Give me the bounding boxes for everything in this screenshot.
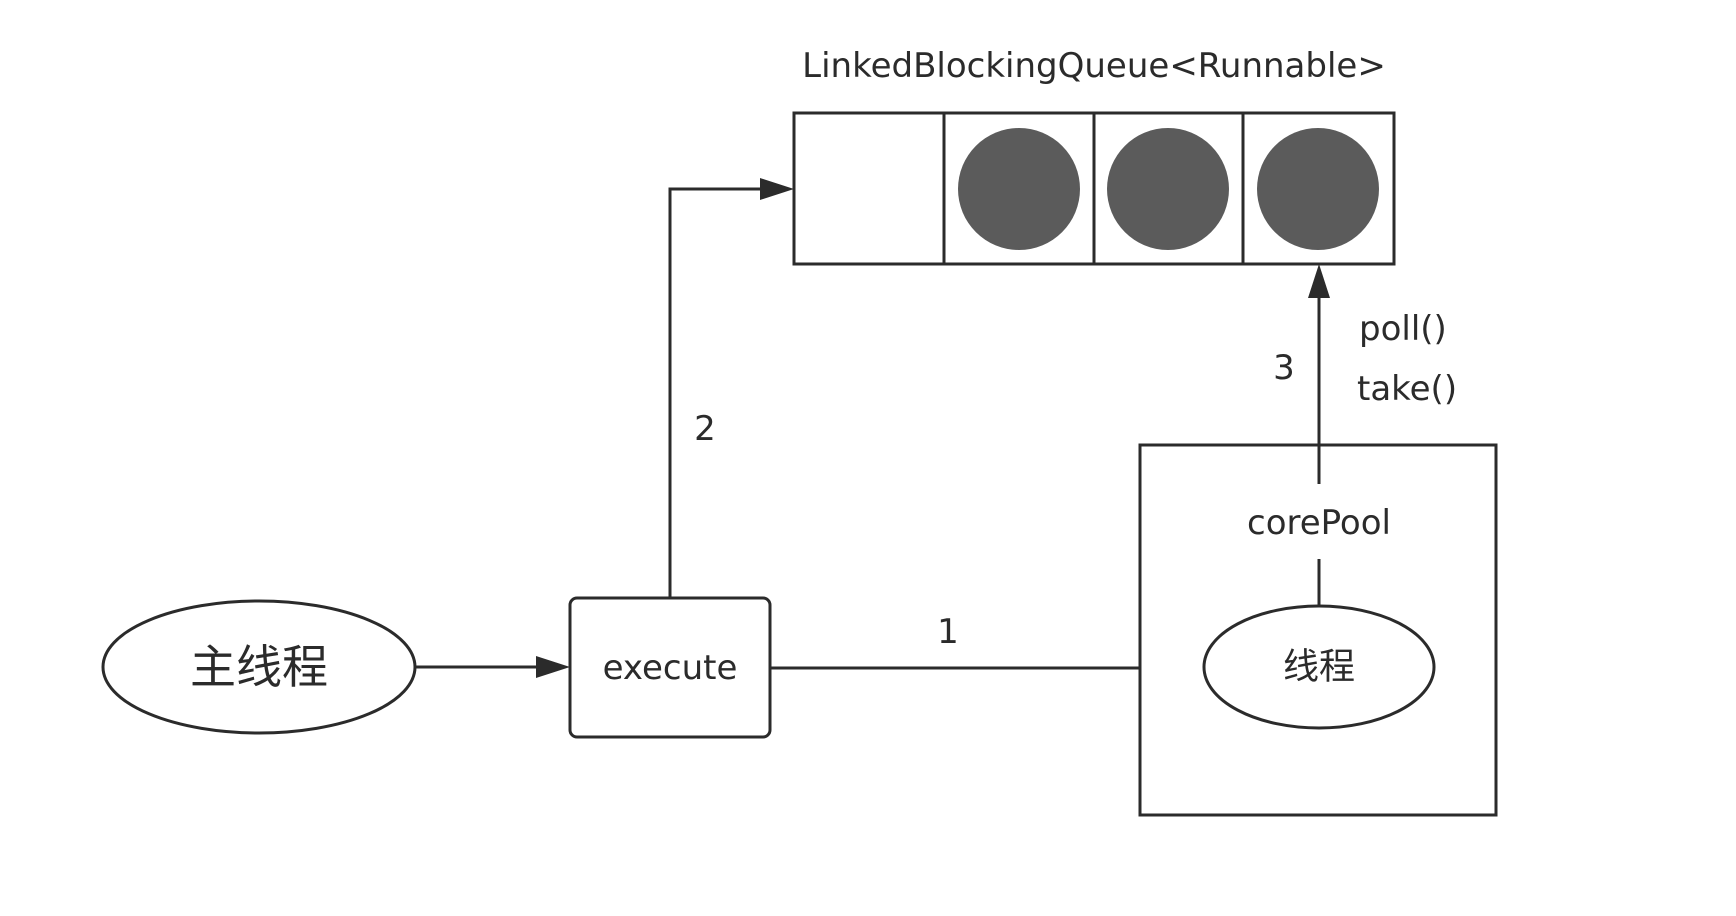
main-thread-label: 主线程 bbox=[190, 640, 328, 694]
queued-task bbox=[1107, 128, 1229, 250]
arrow-corepool-to-queue bbox=[1308, 264, 1330, 484]
worker-thread-ellipse bbox=[1202, 604, 1436, 730]
poll-label: poll() bbox=[1359, 309, 1447, 349]
arrow-execute-to-queue bbox=[668, 178, 794, 598]
queue-label: LinkedBlockingQueue<Runnable> bbox=[802, 46, 1386, 86]
queue-slot bbox=[958, 128, 1080, 250]
core-pool-label: corePool bbox=[1247, 503, 1391, 543]
core-pool-node: corePool 线程 bbox=[1138, 443, 1498, 817]
arrow-execute-to-thread bbox=[770, 657, 1202, 679]
queue-slot bbox=[1107, 128, 1229, 250]
main-thread-node: 主线程 bbox=[101, 599, 417, 735]
step-3-label: 3 bbox=[1273, 348, 1295, 388]
execute-node: execute bbox=[568, 596, 772, 739]
worker-thread-label: 线程 bbox=[1283, 647, 1355, 688]
queue-box bbox=[792, 111, 1396, 266]
step-2-label: 2 bbox=[694, 409, 716, 449]
take-label: take() bbox=[1357, 369, 1457, 409]
queued-task bbox=[1257, 128, 1379, 250]
step-1-label: 1 bbox=[937, 612, 959, 652]
queue-slot bbox=[1257, 128, 1379, 250]
queued-task bbox=[958, 128, 1080, 250]
arrow-main-to-execute bbox=[415, 656, 570, 678]
execute-label: execute bbox=[603, 648, 738, 688]
